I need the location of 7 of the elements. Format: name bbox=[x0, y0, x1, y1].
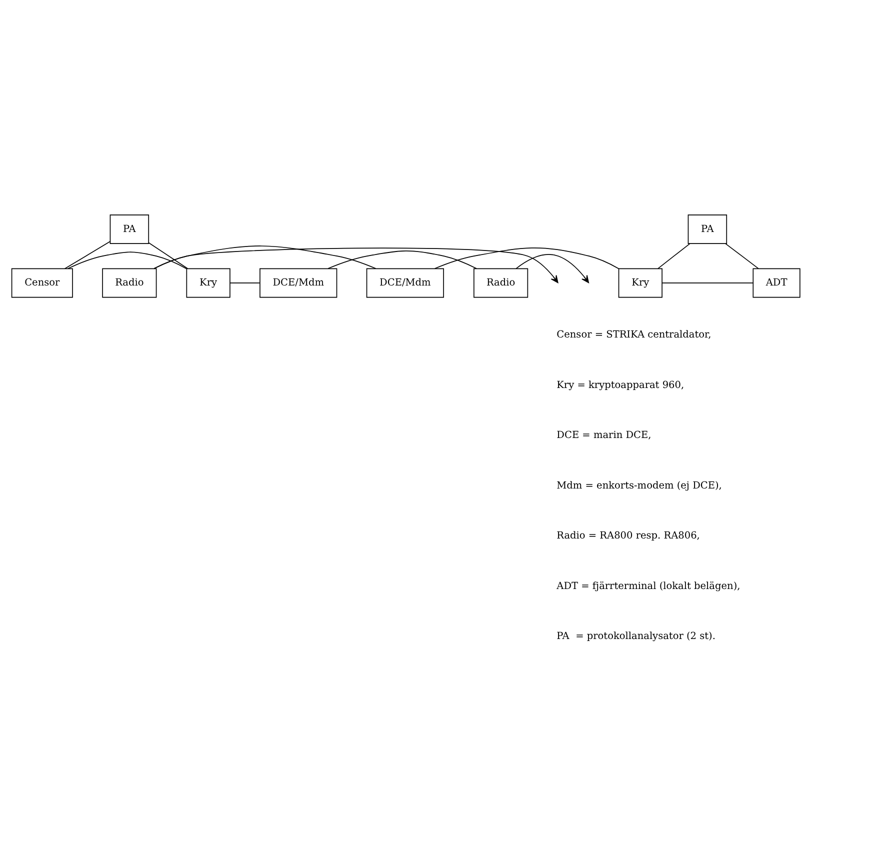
label: DCE = marin DCE, bbox=[556, 430, 651, 441]
label: Censor = STRIKA centraldator, bbox=[556, 329, 711, 340]
label: PA = protokollanalysator (2 st). bbox=[556, 630, 715, 642]
label: Kry = kryptoapparat 960, bbox=[556, 379, 684, 390]
label: ADT = fjärrterminal (lokalt belägen), bbox=[556, 580, 740, 592]
label: Radio = RA800 resp. RA806, bbox=[556, 530, 700, 542]
label: Mdm = enkorts-modem (ej DCE), bbox=[556, 480, 722, 491]
